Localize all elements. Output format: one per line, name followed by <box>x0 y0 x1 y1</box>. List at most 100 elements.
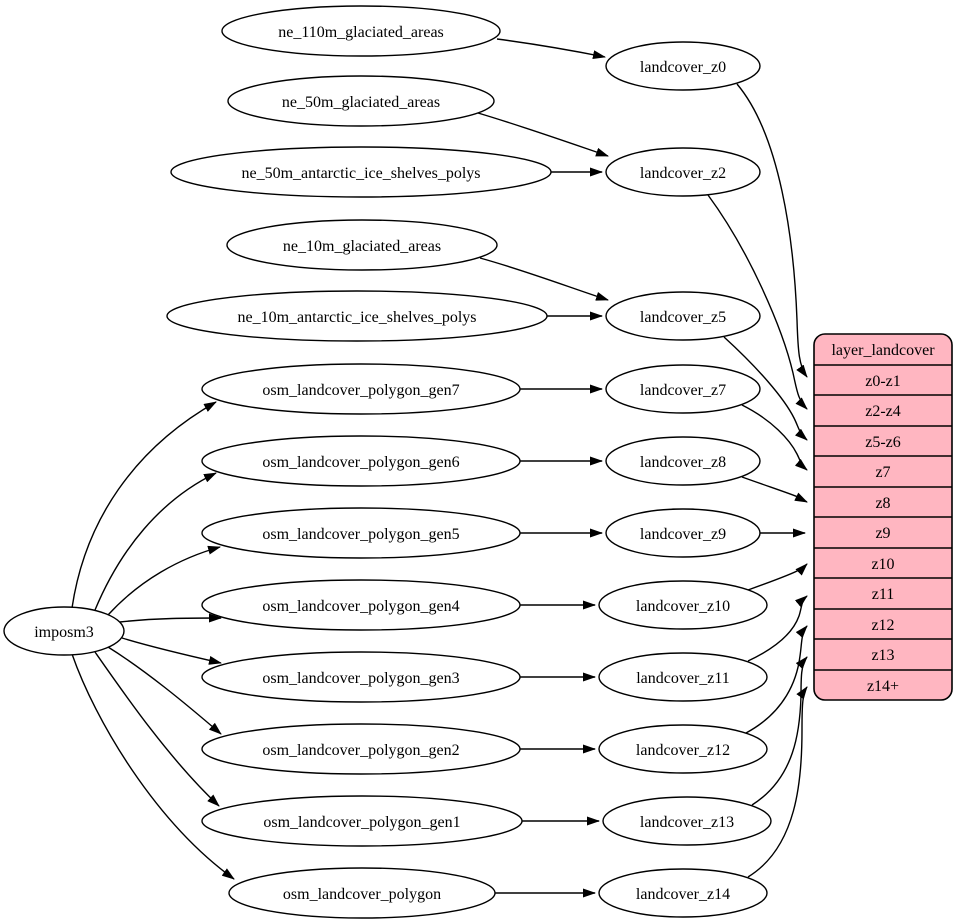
node-ne110g-label: ne_110m_glaciated_areas <box>278 24 444 41</box>
node-landcover-z9: landcover_z9 <box>605 508 761 558</box>
table-title: layer_landcover <box>831 342 935 359</box>
node-gen1-label: osm_landcover_polygon_gen1 <box>263 814 460 831</box>
node-z10-label: landcover_z10 <box>636 598 730 615</box>
table-row-z13: z13 <box>871 647 894 664</box>
node-landcover-z12: landcover_z12 <box>598 724 768 774</box>
node-gen3-shape <box>201 651 521 703</box>
node-ne50g-label: ne_50m_glaciated_areas <box>282 94 440 111</box>
node-gen5-label: osm_landcover_polygon_gen5 <box>262 526 459 543</box>
node-landcover-z0: landcover_z0 <box>605 41 761 91</box>
node-landcover-z8: landcover_z8 <box>605 436 761 486</box>
node-z11-shape <box>598 652 768 702</box>
node-imposm3: imposm3 <box>3 606 125 656</box>
node-gen7-shape <box>201 363 521 415</box>
edge-imposm3-to-gen2 <box>107 646 222 735</box>
node-ne-50m-glaciated-areas: ne_50m_glaciated_areas <box>227 75 495 127</box>
table-row-z2-z4: z2-z4 <box>865 403 901 420</box>
node-osm-landcover-polygon-gen3: osm_landcover_polygon_gen3 <box>201 651 521 703</box>
node-z9-shape <box>605 508 761 558</box>
edge-imposm3-to-gen6 <box>94 472 217 611</box>
edge-z2-to-row-z2-z4 <box>707 194 808 410</box>
node-z10-shape <box>598 580 768 630</box>
node-landcover-z7: landcover_z7 <box>605 364 761 414</box>
edge-z14-to-row-z14 <box>747 686 808 878</box>
node-ne10g-shape <box>226 219 498 271</box>
node-imposm3-shape <box>3 606 125 656</box>
node-osm-landcover-polygon-gen2: osm_landcover_polygon_gen2 <box>201 723 521 775</box>
table-row-z11: z11 <box>872 586 895 603</box>
node-z11-label: landcover_z11 <box>636 670 730 687</box>
node-osm-landcover-polygon-gen5: osm_landcover_polygon_gen5 <box>201 507 521 559</box>
node-gen6-shape <box>201 435 521 487</box>
node-gen2-shape <box>201 723 521 775</box>
edge-z11-to-row-z11 <box>747 595 808 662</box>
table-row-z5-z6: z5-z6 <box>865 434 901 451</box>
node-ne-110m-glaciated-areas: ne_110m_glaciated_areas <box>221 5 501 57</box>
node-gen1-shape <box>201 795 523 847</box>
edge-z5-to-row-z5-z6 <box>723 336 808 441</box>
node-gen4-shape <box>201 579 521 631</box>
node-osm-landcover-polygon-gen1: osm_landcover_polygon_gen1 <box>201 795 523 847</box>
edge-imposm3-to-gen3 <box>121 637 222 665</box>
table-row-z10: z10 <box>871 556 894 573</box>
table-row-z7: z7 <box>875 464 890 481</box>
node-z0-label: landcover_z0 <box>640 59 726 76</box>
node-landcover-z5: landcover_z5 <box>605 291 761 341</box>
edge-z10-to-row-z10 <box>747 563 808 591</box>
table-row-z0-z1: z0-z1 <box>865 373 901 390</box>
edge-z0-to-row-z0-z1 <box>736 83 808 378</box>
node-z5-shape <box>605 291 761 341</box>
edge-z8-to-row-z8 <box>741 476 808 503</box>
node-landcover-z11: landcover_z11 <box>598 652 768 702</box>
node-z0-shape <box>605 41 761 91</box>
node-gen4-label: osm_landcover_polygon_gen4 <box>262 598 459 615</box>
table-row-z9: z9 <box>875 525 890 542</box>
edge-imposm3-to-gen5 <box>107 545 221 616</box>
edge-imposm3-to-gen7 <box>71 401 217 609</box>
edge-z13-to-row-z13 <box>751 656 808 806</box>
node-landcover-z14: landcover_z14 <box>598 868 768 918</box>
edge-imposm3-to-gen4 <box>119 613 222 623</box>
table-row-z8: z8 <box>875 495 890 512</box>
node-z12-label: landcover_z12 <box>636 742 730 759</box>
node-z13-label: landcover_z13 <box>640 814 734 831</box>
node-osm-landcover-polygon: osm_landcover_polygon <box>228 867 496 919</box>
node-ne50a-label: ne_50m_antarctic_ice_shelves_polys <box>241 165 480 182</box>
node-z7-shape <box>605 364 761 414</box>
edge-ne10g-to-z5 <box>479 257 609 301</box>
node-polygon-shape <box>228 867 496 919</box>
edge-z7-to-row-z7 <box>741 404 808 471</box>
node-ne10g-label: ne_10m_glaciated_areas <box>283 238 441 255</box>
node-z14-shape <box>598 868 768 918</box>
node-landcover-z13: landcover_z13 <box>602 796 772 846</box>
node-gen3-label: osm_landcover_polygon_gen3 <box>262 670 459 687</box>
node-z13-shape <box>602 796 772 846</box>
node-z2-label: landcover_z2 <box>640 165 726 182</box>
node-gen5-shape <box>201 507 521 559</box>
node-ne-50m-antarctic-ice-shelves-polys: ne_50m_antarctic_ice_shelves_polys <box>170 146 552 198</box>
node-z8-shape <box>605 436 761 486</box>
node-z8-label: landcover_z8 <box>640 454 726 471</box>
node-z2-shape <box>605 147 761 197</box>
table-row-z12: z12 <box>871 617 894 634</box>
node-ne10a-label: ne_10m_antarctic_ice_shelves_polys <box>237 309 476 326</box>
node-ne50a-shape <box>170 146 552 198</box>
edge-ne110g-to-z0 <box>496 38 606 60</box>
edge-ne50g-to-z2 <box>477 112 609 157</box>
node-z7-label: landcover_z7 <box>640 382 726 399</box>
node-ne110g-shape <box>221 5 501 57</box>
edge-imposm3-to-gen1 <box>94 651 220 807</box>
node-ne-10m-glaciated-areas: ne_10m_glaciated_areas <box>226 219 498 271</box>
node-osm-landcover-polygon-gen7: osm_landcover_polygon_gen7 <box>201 363 521 415</box>
node-z5-label: landcover_z5 <box>640 309 726 326</box>
node-ne-10m-antarctic-ice-shelves-polys: ne_10m_antarctic_ice_shelves_polys <box>166 290 548 342</box>
edge-imposm3-to-polygon <box>71 653 235 880</box>
node-ne10a-shape <box>166 290 548 342</box>
node-ne50g-shape <box>227 75 495 127</box>
node-z14-label: landcover_z14 <box>636 886 730 903</box>
node-gen7-label: osm_landcover_polygon_gen7 <box>262 382 459 399</box>
node-osm-landcover-polygon-gen6: osm_landcover_polygon_gen6 <box>201 435 521 487</box>
node-z9-label: landcover_z9 <box>640 526 726 543</box>
node-gen2-label: osm_landcover_polygon_gen2 <box>262 742 459 759</box>
